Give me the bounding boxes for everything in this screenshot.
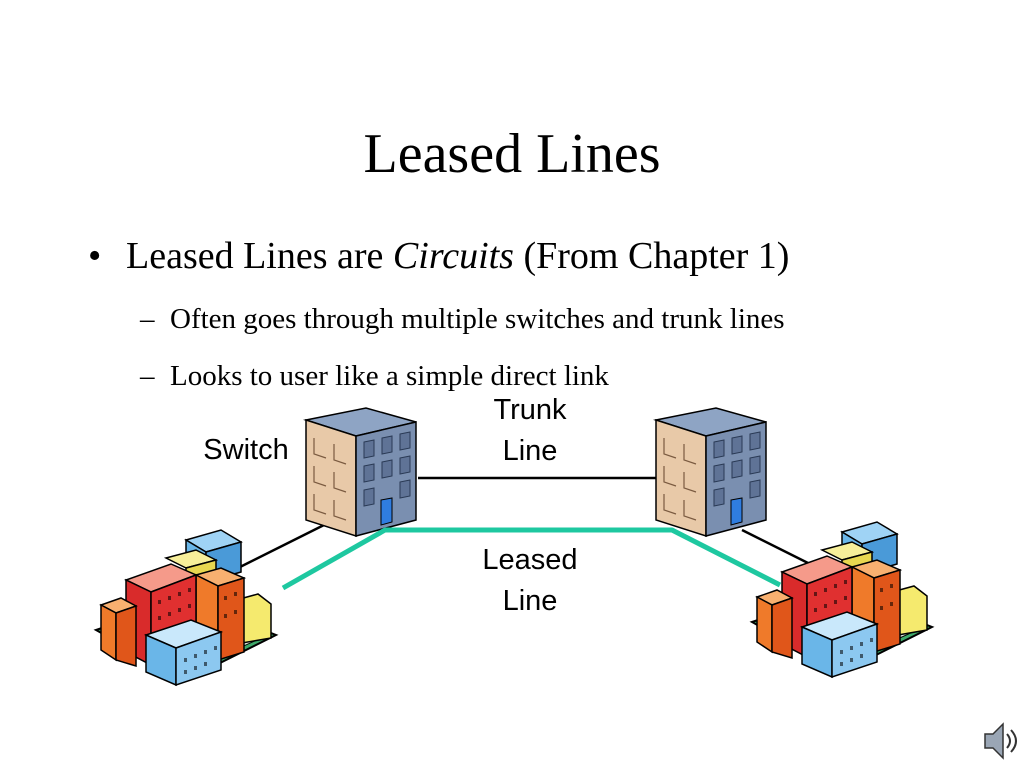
switch-building-icon [305, 407, 417, 537]
sub-bullet-1: –Often goes through multiple switches an… [140, 303, 785, 336]
bullet-text-after: (From Chapter 1) [513, 235, 790, 277]
trunk-line-label: Trunk Line [460, 390, 600, 472]
access-line-left [237, 518, 335, 570]
switch-label: Switch [203, 434, 289, 466]
speaker-icon [984, 722, 1017, 760]
customer-site-icon [95, 529, 277, 686]
sub-bullet-dash: – [140, 303, 155, 335]
trunk-label-line-1: Trunk [493, 394, 567, 426]
bullet-text-before: Leased Lines are [126, 235, 393, 277]
sub-bullet-2: –Looks to user like a simple direct link [140, 360, 609, 393]
sub-bullet-2-text: Looks to user like a simple direct link [170, 360, 609, 392]
bullet-text-italic: Circuits [392, 235, 514, 277]
trunk-label-line-2: Line [502, 435, 558, 467]
main-bullet: • Leased Lines are Circuits (From Chapter… [88, 234, 789, 278]
access-line-right [741, 528, 819, 570]
leased-line-label: Leased Line [450, 540, 610, 622]
slide-title: Leased Lines [363, 123, 661, 185]
switch-building-icon [655, 407, 767, 537]
customer-site-icon [751, 521, 933, 678]
sub-bullet-1-text: Often goes through multiple switches and… [170, 303, 785, 335]
bullet-dot: • [88, 235, 102, 277]
leased-line [281, 527, 782, 591]
leased-label-line-2: Line [502, 585, 558, 617]
leased-label-line-1: Leased [482, 544, 578, 576]
sub-bullet-dash: – [140, 360, 155, 392]
